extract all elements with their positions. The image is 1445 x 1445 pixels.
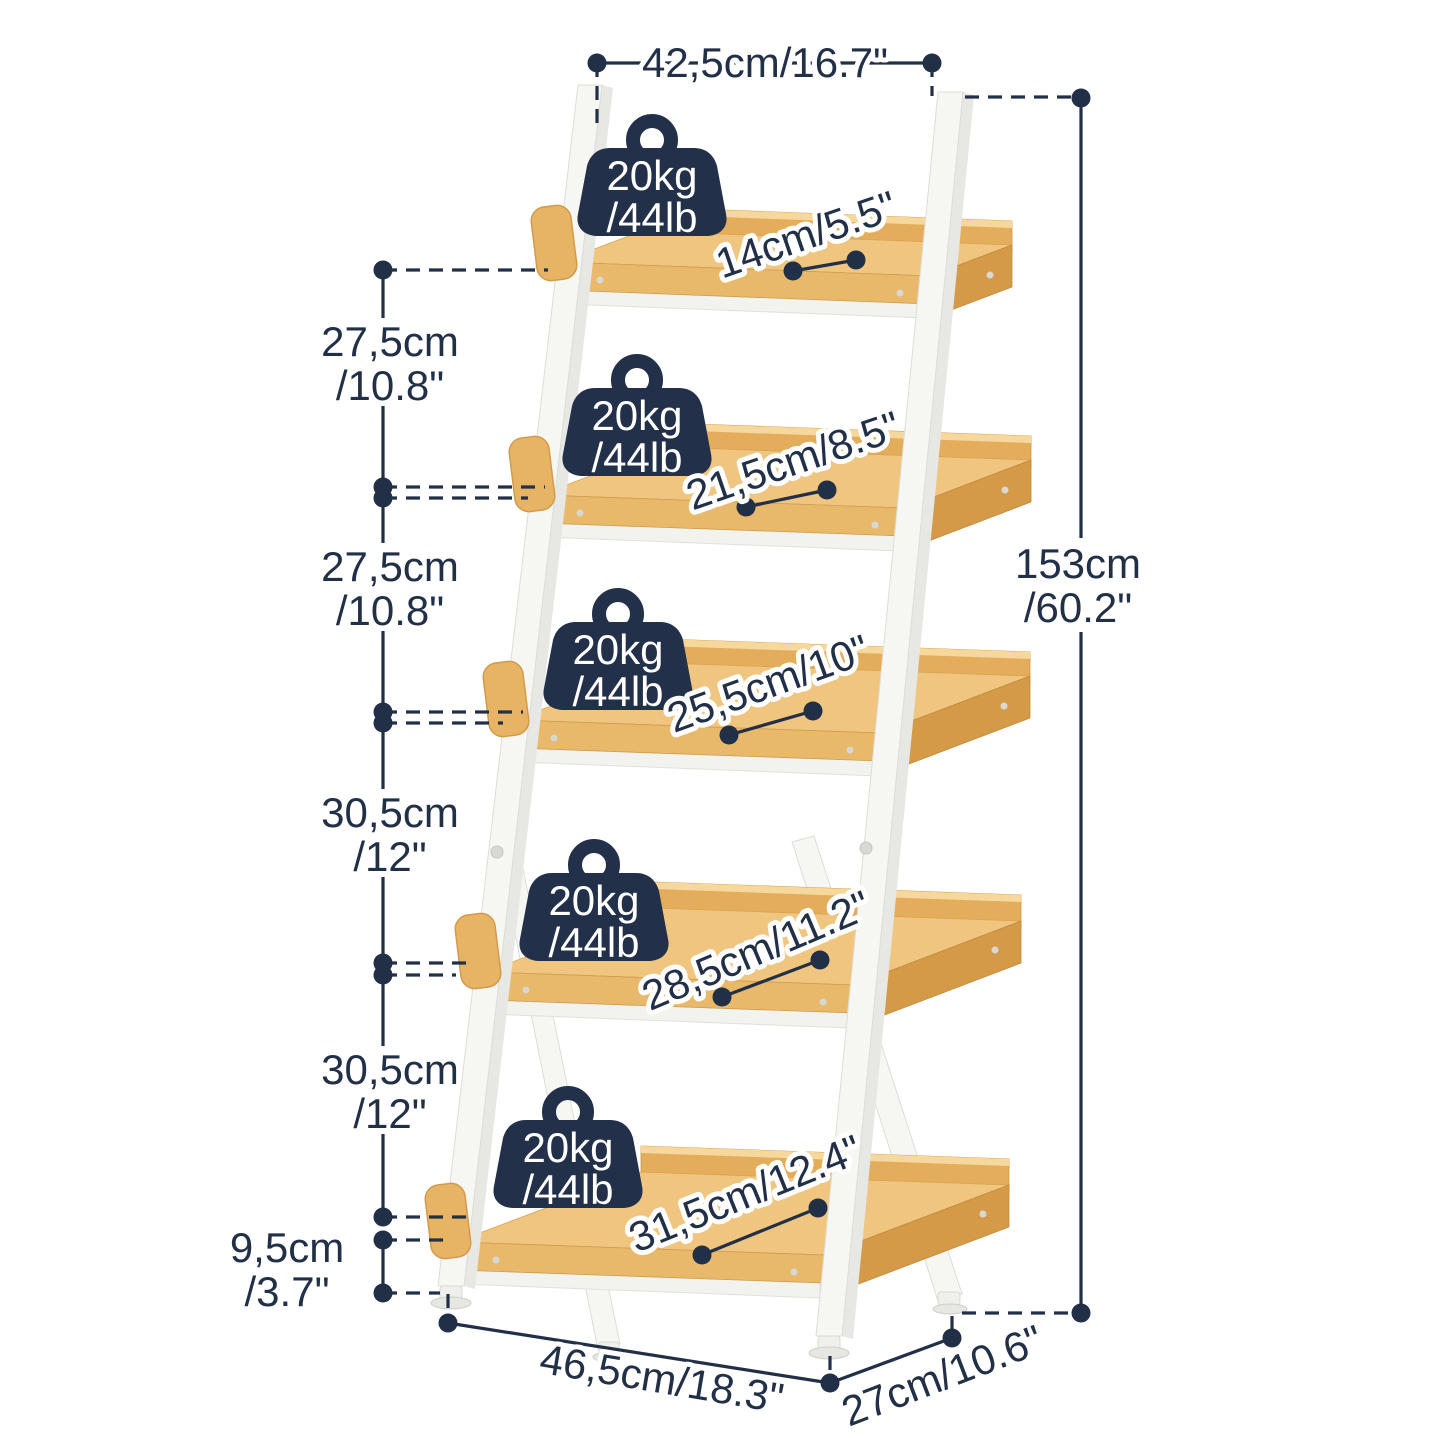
badge-weight-kg: 20kg (522, 1124, 613, 1171)
total-height-label-in: /60.2" (1024, 584, 1132, 631)
svg-text:27,5cm: 27,5cm (321, 543, 459, 590)
badge-weight-kg: 20kg (548, 877, 639, 924)
svg-text:30,5cm: 30,5cm (321, 1046, 459, 1093)
top-width-label: 42,5cm/16.7" (642, 39, 888, 86)
svg-text:/10.8": /10.8" (336, 587, 444, 634)
gap-label-1: 27,5cm /10.8" (316, 313, 464, 414)
badge-weight-kg: 20kg (572, 626, 663, 673)
gap-label-4: 30,5cm /12" (316, 1041, 464, 1142)
svg-text:30,5cm: 30,5cm (321, 789, 459, 836)
dimension-top-width: 42,5cm/16.7" (587, 34, 942, 132)
svg-text:9,5cm: 9,5cm (230, 1224, 344, 1271)
badge-weight-lb: /44lb (522, 1166, 613, 1213)
dimension-shelf-gaps: 27,5cm /10.8" 27,5cm /10.8" 30,5cm /12" … (225, 260, 548, 1320)
hinge-bolt-left (490, 845, 504, 859)
badge-weight-lb: /44lb (591, 434, 682, 481)
svg-text:/3.7": /3.7" (245, 1268, 330, 1315)
gap-label-3: 30,5cm /12" (316, 784, 464, 885)
floor-clearance-label: 9,5cm /3.7" (225, 1219, 349, 1320)
gap-label-2: 27,5cm /10.8" (316, 538, 464, 639)
shelf-5 (455, 1145, 1010, 1299)
weight-badge-3: 20kg /44lb (543, 588, 693, 715)
shelf-1 (559, 206, 1013, 319)
dimension-bottom-depth: 27cm/10.6" (820, 1311, 1054, 1440)
badge-weight-lb: /44lb (548, 919, 639, 966)
dimension-total-height: 153cm /60.2" (950, 88, 1146, 1331)
weight-badge-1: 20kg /44lb (577, 114, 727, 241)
svg-text:/10.8": /10.8" (336, 362, 444, 409)
svg-text:/12": /12" (353, 1090, 426, 1137)
badge-weight-lb: /44lb (572, 668, 663, 715)
svg-text:27,5cm: 27,5cm (321, 318, 459, 365)
dimension-bottom-width: 46,5cm/18.3" (438, 1294, 831, 1427)
badge-weight-kg: 20kg (606, 152, 697, 199)
svg-text:46,5cm/18.3": 46,5cm/18.3" (537, 1335, 787, 1422)
svg-text:27cm/10.6": 27cm/10.6" (835, 1316, 1049, 1436)
weight-badge-2: 20kg /44lb (562, 354, 712, 481)
svg-text:/12": /12" (353, 833, 426, 880)
shelves (455, 206, 1032, 1299)
weight-badges: 20kg /44lb 20kg /44lb 20kg /44lb 20kg /4… (493, 114, 727, 1213)
badge-weight-lb: /44lb (606, 194, 697, 241)
weight-badge-4: 20kg /44lb (519, 839, 669, 966)
weight-badge-5: 20kg /44lb (493, 1086, 643, 1213)
total-height-label-cm: 153cm (1015, 540, 1141, 587)
badge-weight-kg: 20kg (591, 392, 682, 439)
hinge-bolt-right (859, 841, 873, 855)
